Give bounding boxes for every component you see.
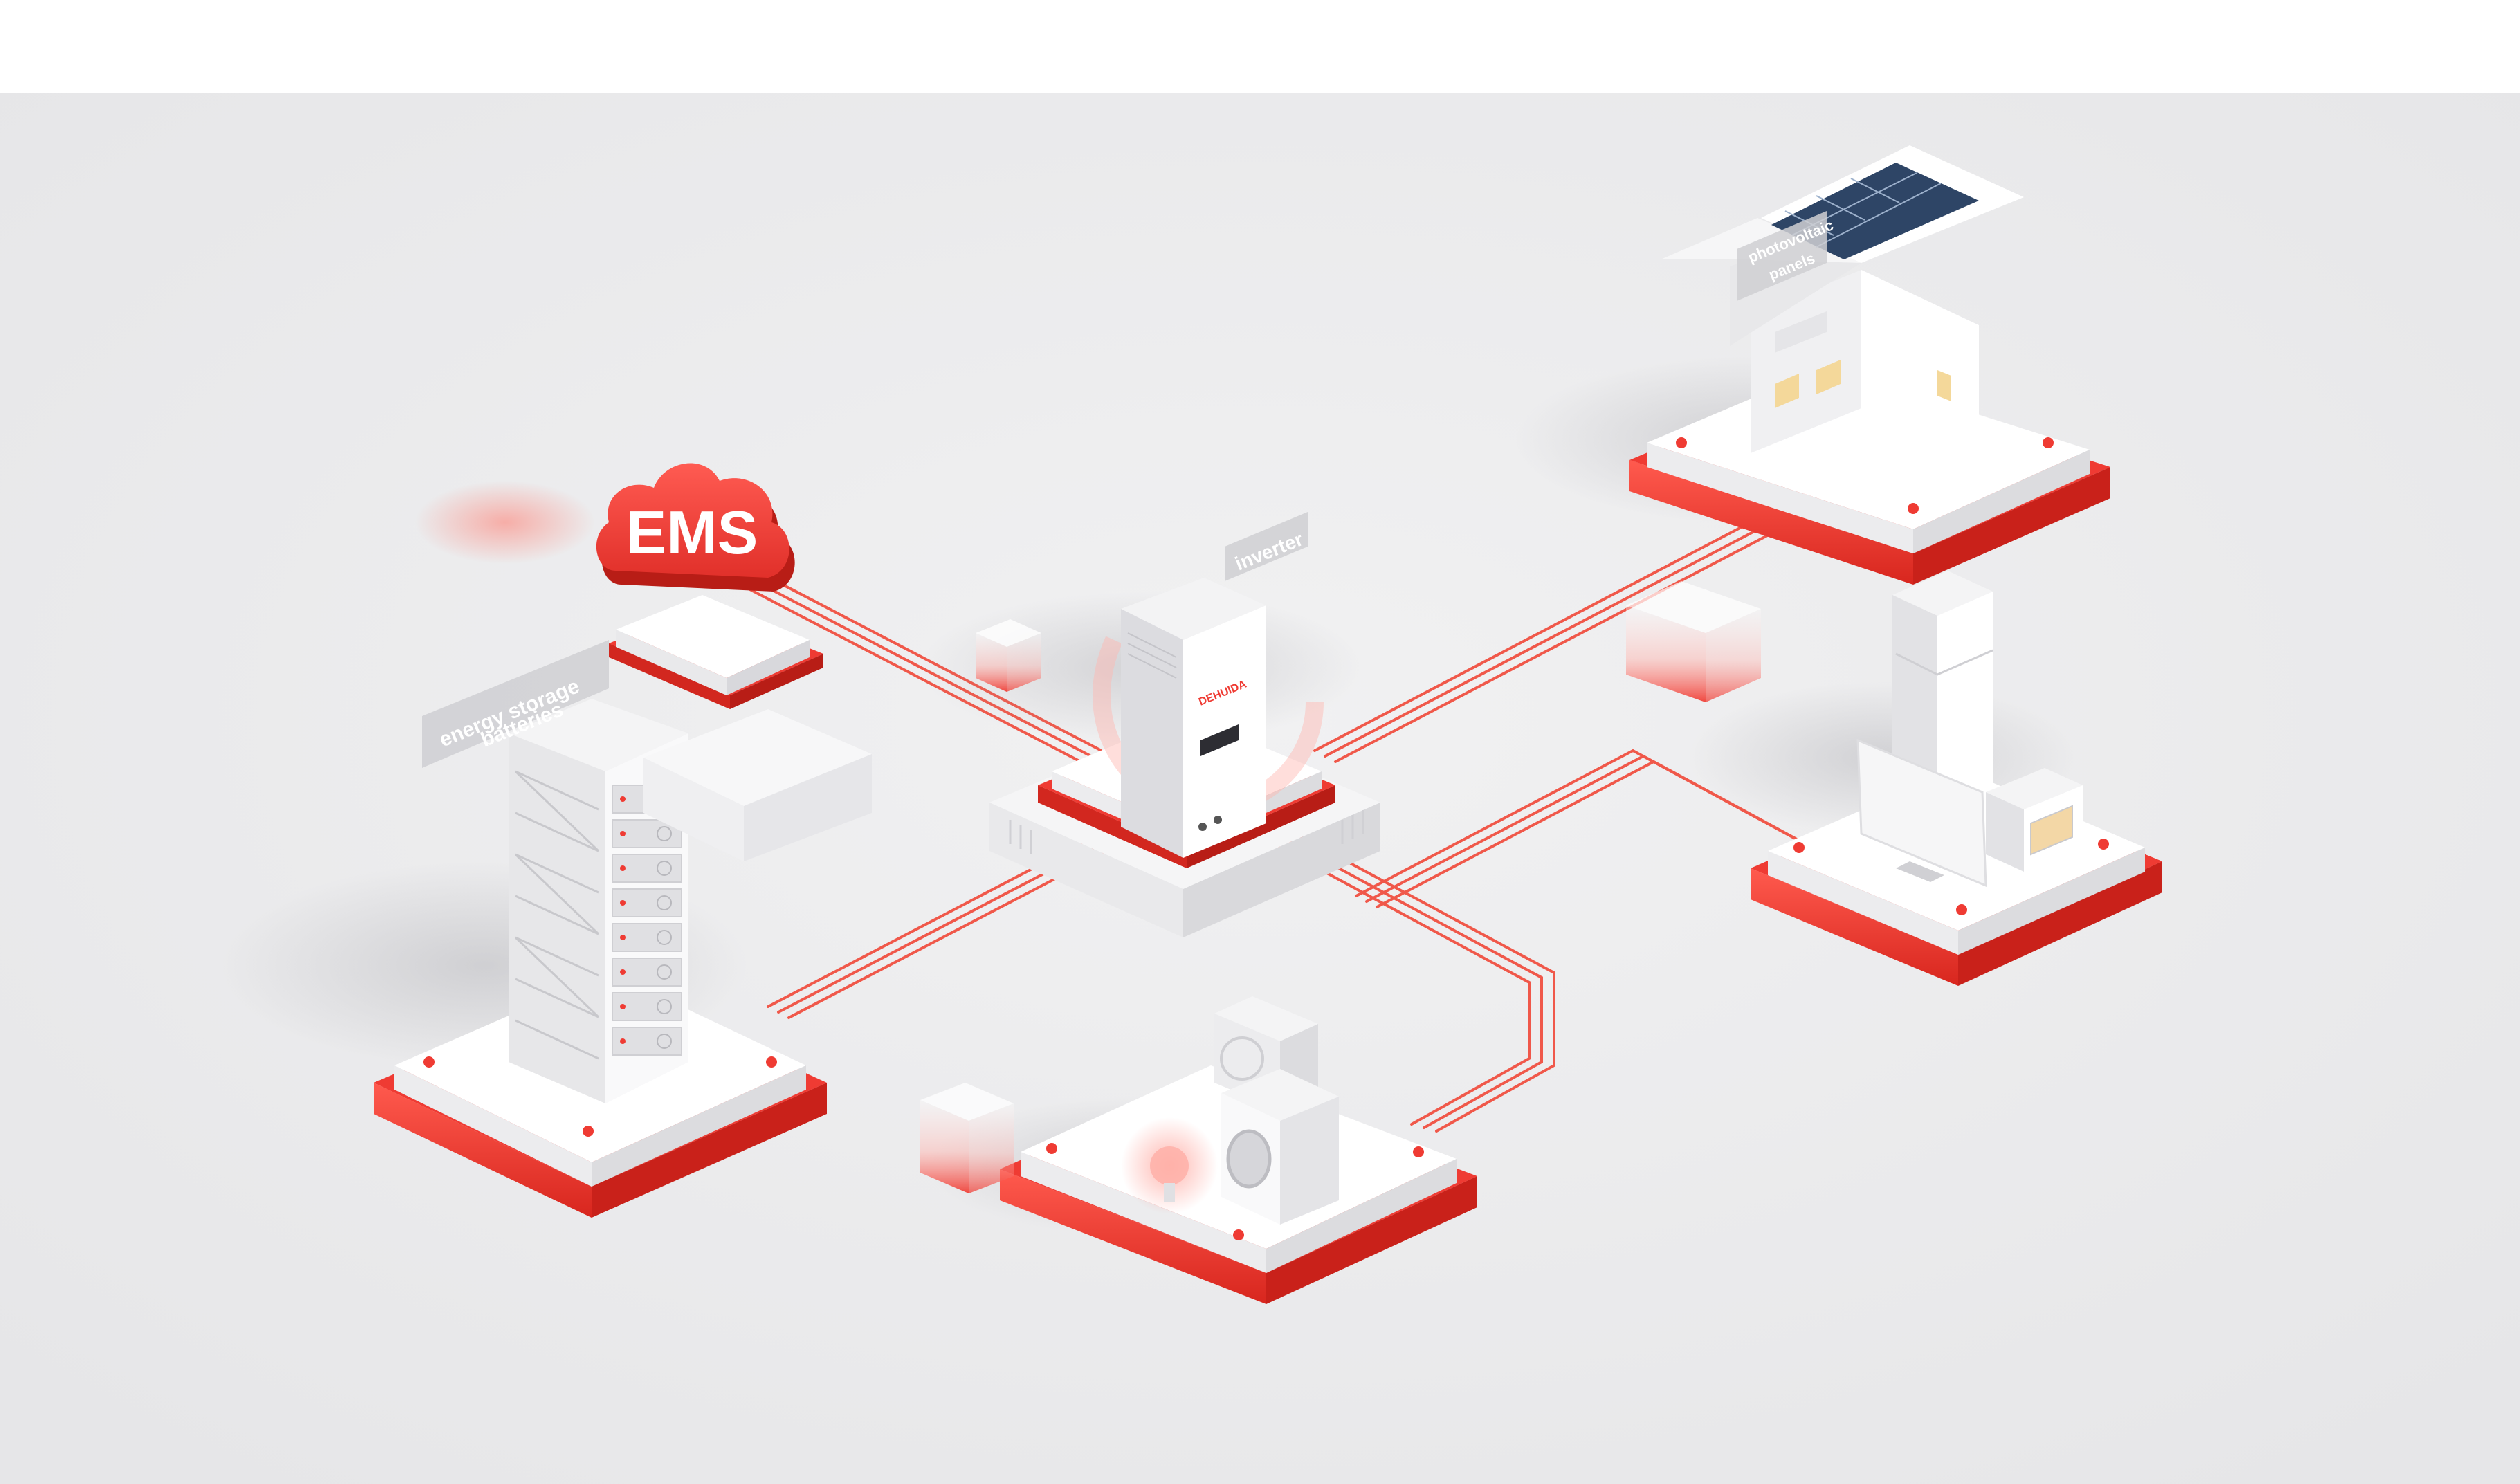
wires: [746, 521, 1821, 1133]
glass-cube-small: [976, 619, 1041, 692]
wire-inverter-house: [1313, 521, 1773, 763]
inverter-unit: DEHUIDA: [1121, 578, 1266, 858]
ems-cloud: EMS: [596, 463, 795, 592]
ems-platform: [415, 481, 823, 709]
washing-machine: [1221, 1069, 1339, 1225]
isometric-diagram: energy storage batteries EMS: [0, 93, 2520, 1484]
tv: [1856, 738, 1987, 888]
glass-cube-large: [1626, 581, 1761, 702]
oven: [1986, 768, 2083, 872]
energy-system-scene: energy storage batteries EMS: [0, 93, 2520, 1484]
battery-rack: [509, 699, 688, 1103]
support-block: [643, 709, 872, 861]
light-bulb-icon: [1121, 1117, 1218, 1214]
ems-text: EMS: [626, 498, 758, 567]
top-white-band: [0, 0, 2520, 93]
glass-cube-bottom: [920, 1083, 1014, 1193]
wire-inverter-appliances: [1272, 832, 1555, 1133]
